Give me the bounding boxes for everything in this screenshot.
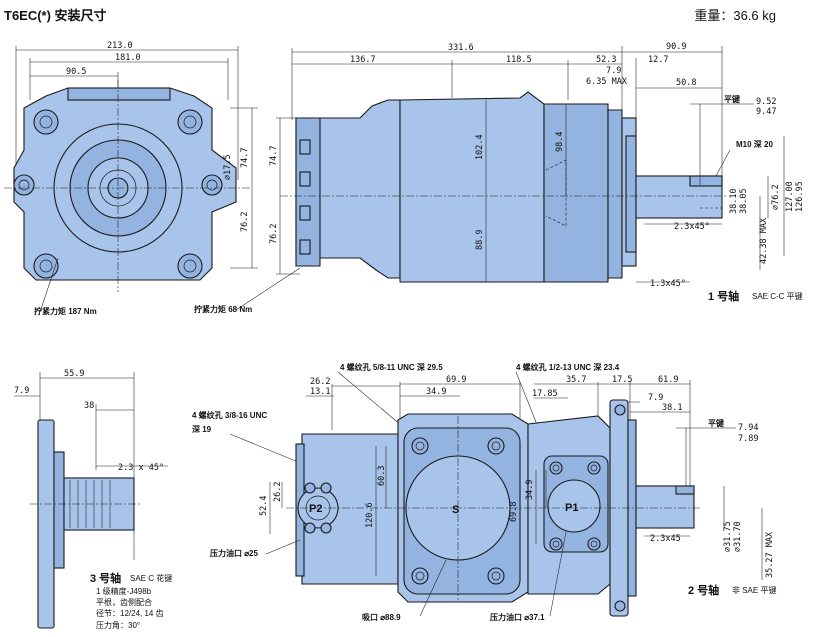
shaft1-label: 1 号轴 [708, 289, 739, 303]
dim-bl-chamfer: 2.3 x 45° [118, 463, 164, 473]
dim-74-7: 74.7 [240, 148, 250, 168]
dim-38: 38 [84, 401, 94, 411]
dim-120-6: 120.6 [365, 502, 375, 528]
dim-chamfer-1-3: 1.3x45° [650, 279, 686, 289]
dim-31-70: ⌀31.70 [733, 521, 743, 552]
dim-17-5: 17.5 [612, 375, 632, 385]
dim-dia-76-2: ⌀76.2 [771, 184, 781, 210]
dim-69-8: 69.8 [509, 502, 519, 522]
dim-side-76-2: 76.2 [269, 224, 279, 244]
port-p1: P1 [565, 502, 578, 514]
dim-52-4: 52.4 [259, 496, 269, 516]
dim-9-52: 9.52 [756, 97, 776, 107]
dim-34-9-top: 34.9 [426, 387, 446, 397]
dim-7-9: 7.9 [606, 66, 621, 76]
dim-35-27: 35.27 MAX [765, 531, 775, 578]
front-view: 213.0 181.0 90.5 74.7 76.2 ⌀17.5 拧紧力矩 18 [4, 41, 258, 316]
dim-bm-chamfer: 2.3x45 [650, 534, 681, 544]
dim-98-4: 98.4 [555, 132, 565, 152]
dim-38-10: 38.10 [729, 188, 739, 214]
dim-26-2-v: 26.2 [273, 482, 283, 502]
dim-side-74-7: 74.7 [269, 146, 279, 166]
dim-52-3: 52.3 [596, 55, 616, 65]
page-title: T6EC(*) 安装尺寸 [4, 8, 107, 23]
outlet-right-label: 压力油口 ⌀37.1 [490, 612, 545, 622]
dim-chamfer-2-3: 2.3x45° [674, 222, 710, 232]
shaft1-desc: SAE C-C 平键 [752, 291, 803, 301]
dim-12-7: 12.7 [648, 55, 668, 65]
dim-181: 181.0 [115, 53, 141, 63]
dim-102-4: 102.4 [475, 134, 485, 160]
dim-50-8: 50.8 [676, 78, 696, 88]
dim-31-75: ⌀31.75 [723, 521, 733, 552]
dim-69-9: 69.9 [446, 375, 466, 385]
dim-61-9: 61.9 [658, 375, 678, 385]
dim-118-5: 118.5 [506, 55, 532, 65]
dim-331-6: 331.6 [448, 43, 474, 53]
thread-callout-3b: 深 19 [192, 424, 212, 434]
dim-42-38: 42.38 MAX [759, 217, 769, 264]
port-p2: P2 [309, 503, 322, 515]
outlet-left-label: 压力油口 ⌀25 [210, 548, 258, 558]
dim-6-35: 6.35 MAX [586, 77, 628, 87]
side-view: 331.6 136.7 118.5 52.3 7.9 6.35 MAX 12.7… [194, 42, 805, 314]
dim-38-1: 38.1 [662, 403, 682, 413]
shaft2-label: 2 号轴 [688, 583, 719, 597]
spline-line-3: 径节：12/24, 14 齿 [96, 608, 164, 618]
dim-9-47: 9.47 [756, 107, 776, 117]
bottom-main-view: 4 螺纹孔 5/8-11 UNC 深 29.5 4 螺纹孔 1/2-13 UNC… [192, 362, 776, 622]
key-label-bottom: 平键 [708, 418, 724, 428]
dim-17-85: 17.85 [532, 389, 558, 399]
dim-213: 213.0 [107, 41, 133, 51]
shaft2-desc: 非 SAE 平键 [732, 585, 776, 595]
torque-label-68: 拧紧力矩 68 Nm [194, 304, 252, 314]
dim-38-05: 38.05 [739, 188, 749, 214]
torque-label-187: 拧紧力矩 187 Nm [34, 306, 97, 316]
shaft3-desc: SAE C 花键 [130, 573, 172, 583]
thread-callout-3a: 4 螺纹孔 3/8-16 UNC [192, 410, 267, 420]
dim-dia-17-5: ⌀17.5 [223, 154, 233, 180]
shaft3-label: 3 号轴 [90, 571, 121, 585]
dim-bm-7-9: 7.9 [648, 393, 663, 403]
spline-line-1: 1 级精度-J498b [96, 586, 152, 596]
key-label-top: 平键 [724, 94, 740, 104]
thread-callout-1: 4 螺纹孔 5/8-11 UNC 深 29.5 [340, 362, 443, 372]
port-s: S [452, 504, 459, 516]
dim-60-3: 60.3 [377, 466, 387, 486]
dim-90-9: 90.9 [666, 42, 686, 52]
dim-7-89: 7.89 [738, 434, 758, 444]
spline-line-4: 压力角：30° [96, 620, 140, 630]
dim-90-5: 90.5 [66, 67, 86, 77]
dim-26-2-top: 26.2 [310, 377, 330, 387]
shaft3-view: 7.9 55.9 38 2.3 x 45° 3 号轴 SAE C 花键 1 级精… [14, 369, 172, 630]
weight-label: 重量：36.6 kg [694, 8, 776, 23]
thread-callout-2: 4 螺纹孔 1/2-13 UNC 深 23.4 [516, 362, 620, 372]
thread-m10: M10 深 20 [736, 139, 773, 149]
dim-bl-7-9: 7.9 [14, 386, 29, 396]
dim-76-2: 76.2 [240, 212, 250, 232]
dim-7-94: 7.94 [738, 423, 758, 433]
dim-126-95: 126.95 [795, 181, 805, 212]
inlet-label: 吸口 ⌀88.9 [362, 613, 401, 622]
dim-13-1: 13.1 [310, 387, 330, 397]
dim-35-7: 35.7 [566, 375, 586, 385]
spline-line-2: 平根，齿侧配合 [96, 597, 152, 607]
dim-88-9: 88.9 [475, 230, 485, 250]
dim-127-00: 127.00 [785, 181, 795, 212]
dim-136-7: 136.7 [350, 55, 376, 65]
dim-55-9: 55.9 [64, 369, 84, 379]
dim-34-9-v: 34.9 [525, 480, 535, 500]
